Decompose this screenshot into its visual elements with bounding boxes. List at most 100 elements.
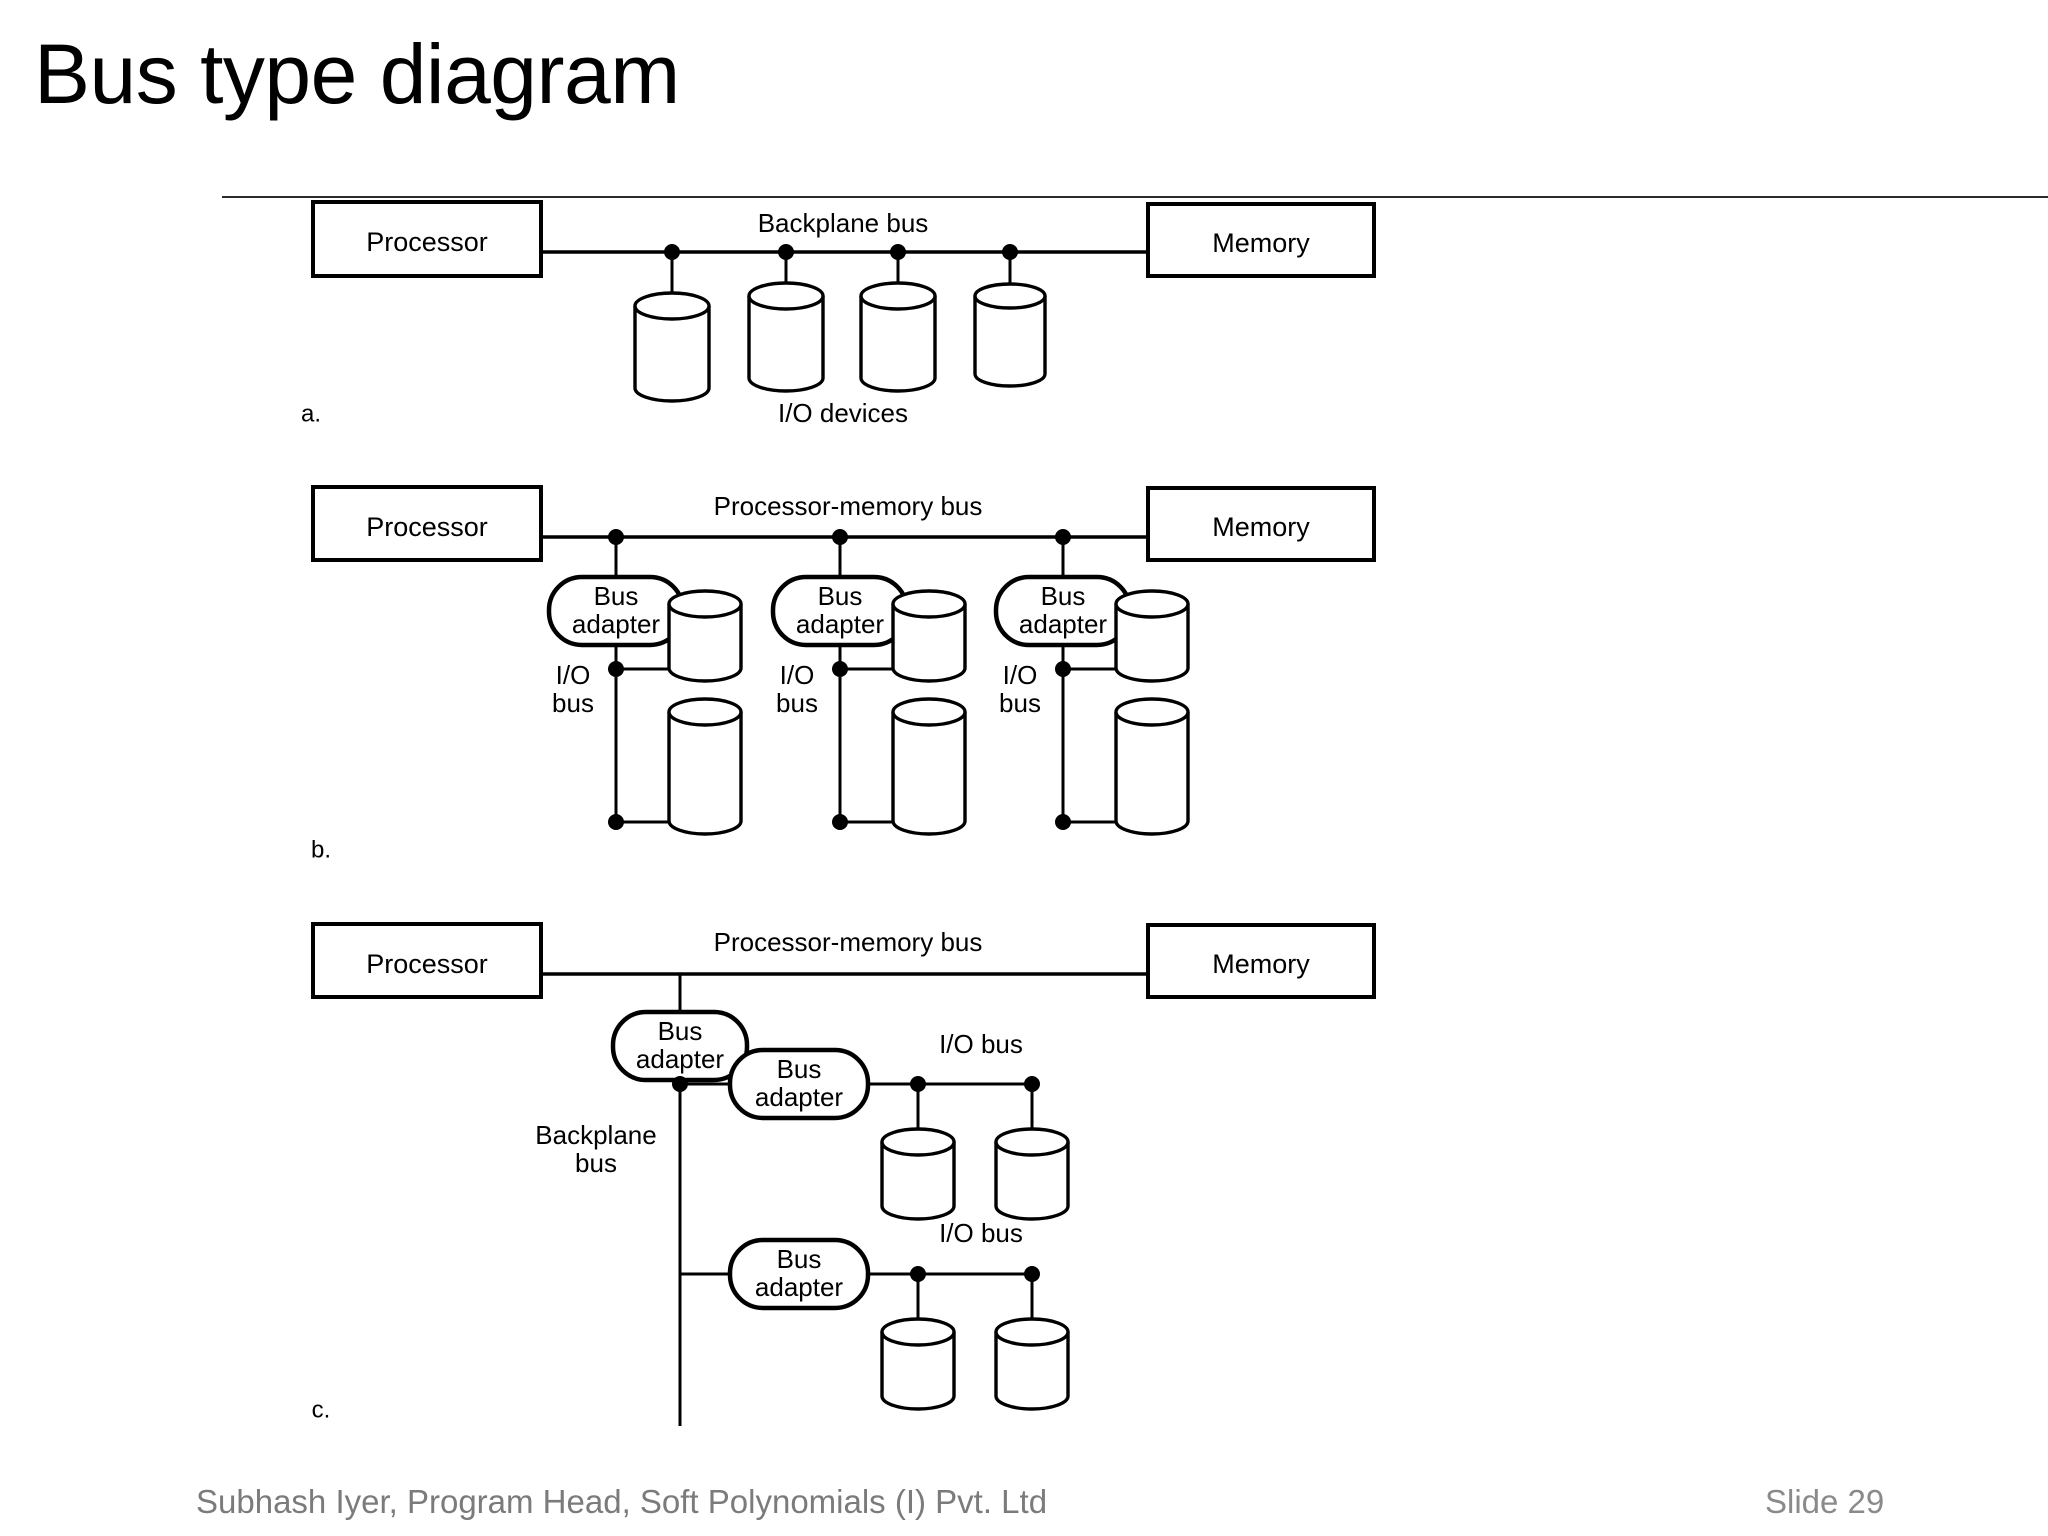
part-c-top-adapter-line2: adapter xyxy=(636,1044,725,1074)
part-c-memory[interactable]: Memory xyxy=(1146,923,1376,999)
part-b-processor[interactable]: Processor xyxy=(311,485,543,562)
slide-number: Slide 29 xyxy=(1765,1483,1885,1520)
part-c-cyl-top-2b xyxy=(994,1317,1070,1347)
part-b-adapter-2-line2: adapter xyxy=(796,609,885,639)
part-b-processor-label: Processor xyxy=(366,512,488,542)
part-b-device-2b[interactable] xyxy=(832,697,967,836)
part-c-cyl-top-1a xyxy=(880,1127,956,1157)
part-b-device-1a[interactable] xyxy=(608,589,743,683)
bus-type-diagram: Processor Memory Backplane bus xyxy=(0,196,2048,1426)
part-c-backplane-label-line2: bus xyxy=(575,1148,617,1178)
part-b-cyl-body-3b xyxy=(1114,712,1190,836)
part-c-device-2a[interactable] xyxy=(880,1266,956,1411)
part-a-letter: a. xyxy=(301,400,321,427)
part-b-device-3a[interactable] xyxy=(1055,589,1190,683)
part-a-device-2[interactable] xyxy=(747,244,825,393)
part-a-cylinder-body-2 xyxy=(747,296,825,393)
part-a-bus-label: Backplane bus xyxy=(758,208,929,238)
part-b-branch-1: Bus adapter I/O bus xyxy=(546,529,743,836)
part-b-adapter-1-line2: adapter xyxy=(572,609,661,639)
part-c-cyl-body-2a xyxy=(880,1332,956,1411)
diagram-part-c: Processor Memory Processor-memory bus Bu… xyxy=(311,922,1376,1426)
part-c-adapter-2-line1: Bus xyxy=(777,1244,822,1274)
part-c-adapter-1-line1: Bus xyxy=(777,1054,822,1084)
part-b-bus-adapter-3[interactable]: Bus adapter xyxy=(993,574,1133,648)
part-c-adapter-1-line2: adapter xyxy=(755,1082,844,1112)
part-a-memory[interactable]: Memory xyxy=(1146,202,1376,278)
part-b-io-label-1-line1: I/O xyxy=(556,660,591,690)
part-c-cyl-body-1a xyxy=(880,1142,956,1221)
part-c-top-adapter-line1: Bus xyxy=(658,1016,703,1046)
part-c-device-2b[interactable] xyxy=(994,1266,1070,1411)
part-b-adapter-3-line2: adapter xyxy=(1019,609,1108,639)
part-b-adapter-2-line1: Bus xyxy=(818,581,863,611)
part-b-cyl-top-3b xyxy=(1114,697,1190,727)
part-b-bus-label: Processor-memory bus xyxy=(714,491,983,521)
part-a-cylinder-top-4 xyxy=(973,282,1047,310)
part-c-device-1b[interactable] xyxy=(994,1076,1070,1221)
diagram-part-a: Processor Memory Backplane bus xyxy=(301,200,1376,428)
part-b-cyl-body-1b xyxy=(667,712,743,836)
part-b-adapter-1-line1: Bus xyxy=(594,581,639,611)
part-c-io-bus-label-1: I/O bus xyxy=(939,1029,1023,1059)
part-c-bus-label: Processor-memory bus xyxy=(714,927,983,957)
part-c-device-1a[interactable] xyxy=(880,1076,956,1221)
part-a-device-1[interactable] xyxy=(633,244,711,403)
part-c-bus-adapter-2[interactable]: Bus adapter xyxy=(727,1237,871,1311)
part-c-processor-label: Processor xyxy=(366,949,488,979)
part-b-branch-3: Bus adapter I/O bus xyxy=(993,529,1190,836)
part-c-io-bus-label-2: I/O bus xyxy=(939,1218,1023,1248)
part-a-device-3[interactable] xyxy=(859,244,937,393)
part-b-io-label-3-line2: bus xyxy=(999,688,1041,718)
part-c-cyl-top-1b xyxy=(994,1127,1070,1157)
part-b-letter: b. xyxy=(311,836,331,863)
part-a-cylinder-top-3 xyxy=(859,281,937,311)
part-b-bus-adapter-1[interactable]: Bus adapter xyxy=(546,574,686,648)
part-b-io-label-2-line2: bus xyxy=(776,688,818,718)
part-a-cylinder-body-1 xyxy=(633,306,711,403)
part-a-cylinder-top-1 xyxy=(633,291,711,321)
page-title: Bus type diagram xyxy=(34,27,680,121)
part-b-cyl-top-1b xyxy=(667,697,743,727)
part-b-cyl-body-2b xyxy=(891,712,967,836)
part-c-top-bus-adapter[interactable]: Bus adapter xyxy=(610,1009,750,1083)
part-a-cylinder-body-4 xyxy=(973,296,1047,388)
part-b-memory[interactable]: Memory xyxy=(1146,486,1376,562)
title-divider xyxy=(222,196,2048,198)
part-b-device-1b[interactable] xyxy=(608,697,743,836)
part-a-device-4[interactable] xyxy=(973,244,1047,388)
part-b-cyl-body-2a xyxy=(891,604,967,683)
part-b-cyl-body-1a xyxy=(667,604,743,683)
part-c-memory-label: Memory xyxy=(1212,949,1310,979)
diagram-part-b: Processor Memory Processor-memory bus Bu… xyxy=(311,485,1376,863)
part-b-io-label-2-line1: I/O xyxy=(780,660,815,690)
part-a-processor[interactable]: Processor xyxy=(311,200,543,278)
part-a-processor-label: Processor xyxy=(366,227,488,257)
part-c-bus-adapter-1[interactable]: Bus adapter xyxy=(727,1047,871,1121)
part-c-adapter-2-line2: adapter xyxy=(755,1272,844,1302)
part-b-cyl-top-2a xyxy=(891,589,967,619)
part-b-adapter-3-line1: Bus xyxy=(1041,581,1086,611)
diagram-svg: Processor Memory Backplane bus xyxy=(301,200,1376,1426)
part-c-backplane-label-line1: Backplane xyxy=(535,1120,656,1150)
part-b-cyl-body-3a xyxy=(1114,604,1190,683)
part-b-io-label-3-line1: I/O xyxy=(1003,660,1038,690)
part-b-cyl-top-3a xyxy=(1114,589,1190,619)
part-a-cylinder-top-2 xyxy=(747,281,825,311)
part-c-branch-1: Bus adapter I/O bus xyxy=(672,1029,1070,1221)
part-a-memory-label: Memory xyxy=(1212,228,1310,258)
part-c-cyl-body-1b xyxy=(994,1142,1070,1221)
part-b-memory-label: Memory xyxy=(1212,512,1310,542)
part-b-io-label-1-line2: bus xyxy=(552,688,594,718)
part-b-device-3b[interactable] xyxy=(1055,697,1190,836)
part-b-bus-adapter-2[interactable]: Bus adapter xyxy=(770,574,910,648)
part-c-processor[interactable]: Processor xyxy=(311,922,543,999)
part-c-cyl-top-2a xyxy=(880,1317,956,1347)
part-c-letter: c. xyxy=(312,1396,331,1423)
part-a-devices-label: I/O devices xyxy=(778,398,908,428)
part-b-cyl-top-1a xyxy=(667,589,743,619)
footer-attribution: Subhash Iyer, Program Head, Soft Polynom… xyxy=(196,1483,1048,1520)
part-b-device-2a[interactable] xyxy=(832,589,967,683)
part-a-cylinder-body-3 xyxy=(859,296,937,393)
